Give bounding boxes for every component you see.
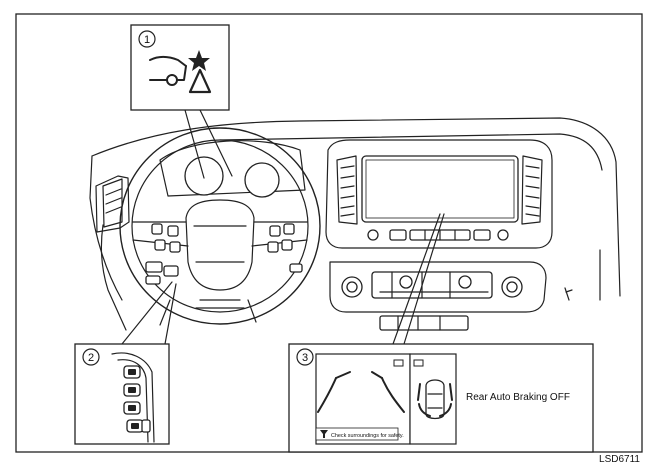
callout-number-3: 3 [302,352,308,364]
callout-2: 2 [74,281,177,445]
center-display [325,139,553,249]
callout-3: 3 Check surroundings for safety. Rear Au… [288,213,594,453]
callout-1: 1 [130,24,233,179]
dashboard [89,117,621,331]
figure-id: LSD6711 [599,454,640,465]
top-down-view [409,353,457,445]
rear-auto-braking-status: Rear Auto Braking OFF [466,392,570,403]
climate-panel [329,261,547,331]
left-vent [95,175,130,233]
dash-switch-cluster [145,261,179,285]
callout-number-1: 1 [144,34,150,46]
rear-auto-braking-warning-icon [149,50,212,94]
rear-camera-view: Check surroundings for safety. [315,353,411,445]
callout-number-2: 2 [88,352,94,364]
switch-panel-detail [111,352,155,443]
steering-wheel [119,127,321,325]
screen-footer-text: Check surroundings for safety. [331,433,404,439]
